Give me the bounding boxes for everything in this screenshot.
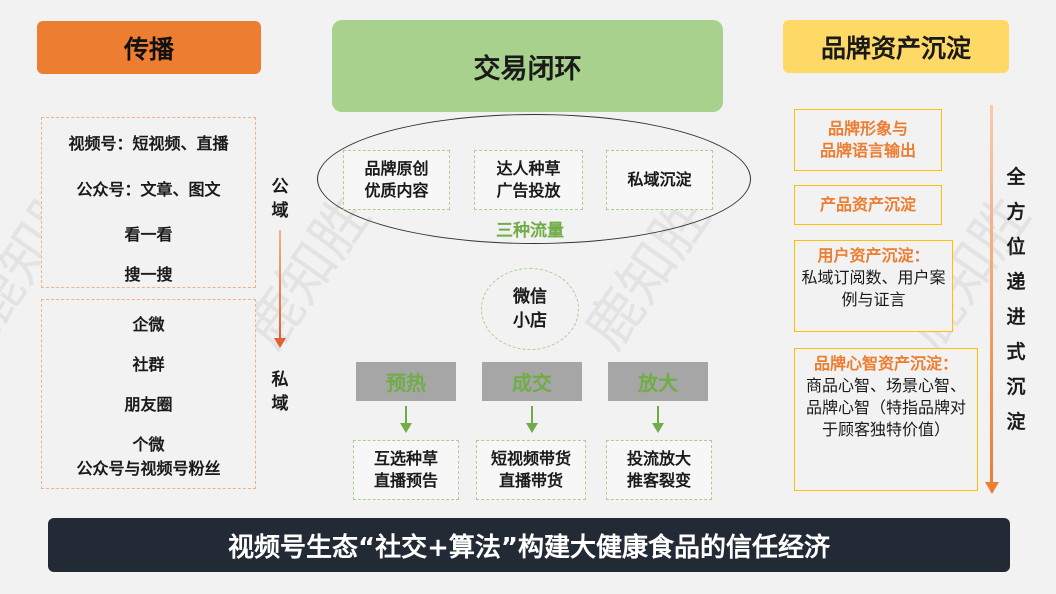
wechat-store: 微信 小店 xyxy=(481,268,579,350)
header-spread: 传播 xyxy=(37,21,261,74)
public-item: 搜一搜 xyxy=(124,265,173,284)
asset-body: 商品心智、场景心智、品牌心智（特指品牌对于顾客独特价值） xyxy=(805,376,966,439)
header-brand-assets: 品牌资产沉淀 xyxy=(783,20,1009,73)
asset-title: 品牌心智资产沉淀： xyxy=(813,354,958,373)
down-arrow-icon xyxy=(526,406,538,434)
stage-warmup: 预热 xyxy=(356,362,456,401)
traffic-label: 三种流量 xyxy=(496,221,564,241)
asset-box: 用户资产沉淀： 私域订阅数、用户案例与证言 xyxy=(794,240,953,332)
private-domain-label: 私 域 xyxy=(271,370,289,414)
asset-body: 私域订阅数、用户案例与证言 xyxy=(801,268,946,309)
public-item: 看一看 xyxy=(124,225,173,244)
stage-action: 短视频带货 直播带货 xyxy=(476,440,586,500)
asset-title: 用户资产沉淀： xyxy=(817,246,930,265)
domain-flow-arrow xyxy=(279,230,281,340)
arrow-head-icon xyxy=(274,338,286,348)
asset-title: 产品资产沉淀 xyxy=(819,195,916,214)
stage-deal: 成交 xyxy=(482,362,582,401)
down-arrow-icon xyxy=(652,406,664,434)
header-transaction-loop: 交易闭环 xyxy=(332,20,723,112)
private-item: 企微 xyxy=(132,315,165,334)
down-arrow-icon xyxy=(400,406,412,434)
private-item: 朋友圈 xyxy=(124,395,173,414)
traffic-source: 私域沉淀 xyxy=(606,150,713,210)
private-item: 社群 xyxy=(132,355,165,374)
traffic-source: 达人种草 广告投放 xyxy=(474,150,583,210)
public-domain-box: 视频号：短视频、直播 公众号：文章、图文 看一看 搜一搜 xyxy=(41,117,256,288)
stage-action: 互选种草 直播预告 xyxy=(353,440,459,500)
public-item: 公众号：文章、图文 xyxy=(76,180,221,199)
traffic-ellipse xyxy=(317,114,751,244)
progression-arrow xyxy=(990,105,993,485)
private-item: 公众号与视频号粉丝 xyxy=(76,459,221,478)
progression-label: 全方位递进式沉淀 xyxy=(1006,166,1026,433)
public-domain-label: 公 域 xyxy=(271,177,289,221)
asset-title: 品牌形象与 品牌语言输出 xyxy=(819,119,916,160)
asset-box: 品牌形象与 品牌语言输出 xyxy=(794,109,942,171)
asset-box: 品牌心智资产沉淀： 商品心智、场景心智、品牌心智（特指品牌对于顾客独特价值） xyxy=(794,348,978,491)
traffic-source: 品牌原创 优质内容 xyxy=(343,150,450,210)
asset-box: 产品资产沉淀 xyxy=(794,185,942,225)
arrow-head-icon xyxy=(985,482,999,494)
footer-banner: 视频号生态“社交+算法”构建大健康食品的信任经济 xyxy=(48,518,1010,572)
private-domain-box: 企微 社群 朋友圈 个微 公众号与视频号粉丝 xyxy=(41,299,256,489)
public-item: 视频号：短视频、直播 xyxy=(68,134,229,153)
stage-amplify: 放大 xyxy=(608,362,708,401)
private-item: 个微 xyxy=(132,435,165,454)
stage-action: 投流放大 推客裂变 xyxy=(606,440,712,500)
